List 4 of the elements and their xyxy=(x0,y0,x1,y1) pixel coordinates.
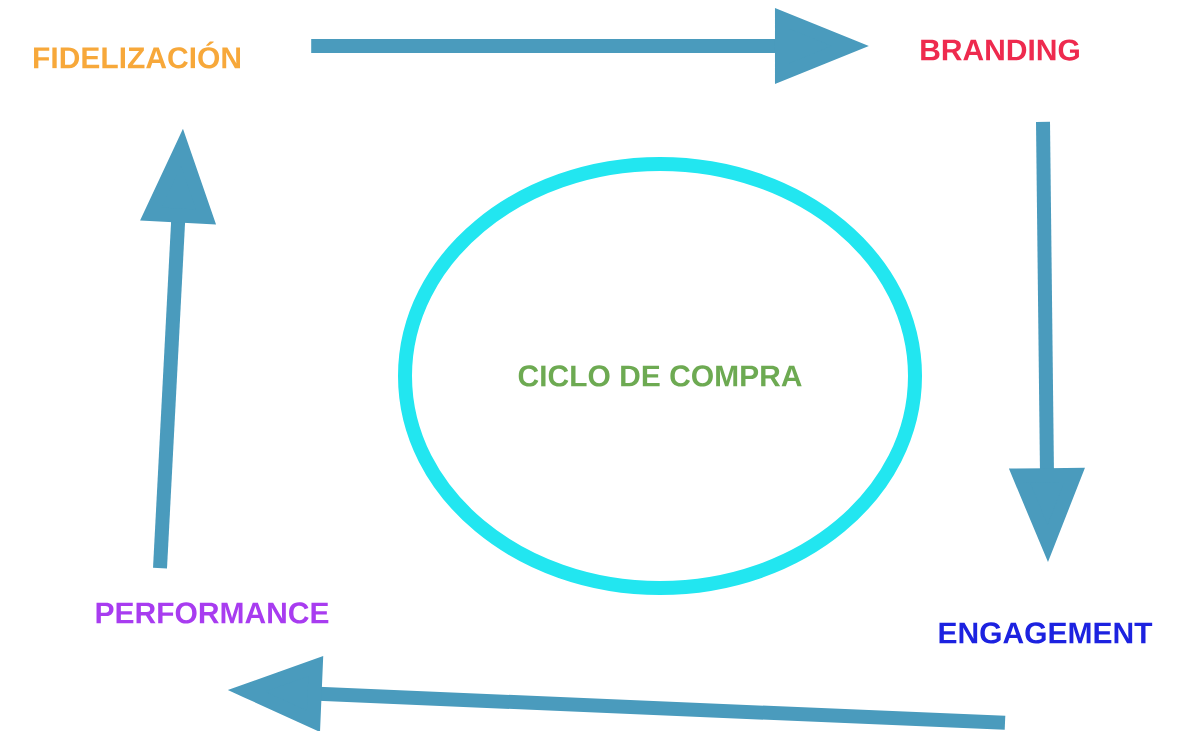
stage-label: BRANDING xyxy=(921,39,1079,61)
stage-label: FIDELIZACIÓN xyxy=(34,41,240,69)
stage-label: PERFORMANCE xyxy=(96,602,329,624)
stage-label: ENGAGEMENT xyxy=(939,622,1153,644)
